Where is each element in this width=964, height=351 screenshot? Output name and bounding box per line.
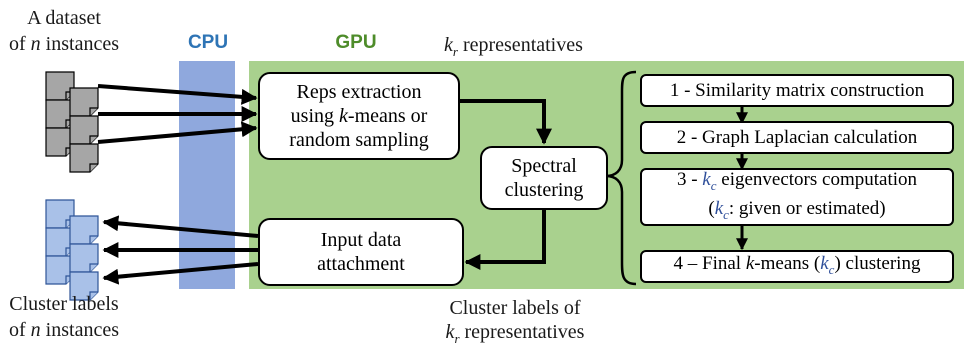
input-data-attachment-box: Input data attachment xyxy=(258,218,464,286)
representatives-label: kr representatives xyxy=(444,34,583,59)
dataset-label-line1: A dataset xyxy=(27,7,101,29)
step1-label: 1 - Similarity matrix construction xyxy=(669,80,925,101)
reps-extraction-line2: using k-means or xyxy=(290,105,428,127)
step2-box: 2 - Graph Laplacian calculation xyxy=(640,121,954,154)
bottom-label-line2: kr representatives xyxy=(445,321,585,346)
spectral-clustering-box: Spectral clustering xyxy=(480,146,608,210)
step3-line1: 3 - kc eigenvectors computation xyxy=(676,169,918,193)
attachment-line1: Input data xyxy=(320,229,402,251)
arrow-input-3 xyxy=(97,121,258,144)
dataset-label-line2: of n instances xyxy=(9,33,119,55)
arrow-output-3 xyxy=(102,262,259,285)
gpu-label: GPU xyxy=(335,32,377,53)
output-label-line1: Cluster labels xyxy=(9,293,119,315)
input-documents-icon xyxy=(45,71,99,173)
arrow-reps-to-spectral xyxy=(460,99,552,145)
reps-extraction-line3: random sampling xyxy=(289,129,429,151)
spectral-line2: clustering xyxy=(504,179,584,201)
step2-label: 2 - Graph Laplacian calculation xyxy=(676,127,918,148)
bottom-label-line1: Cluster labels of xyxy=(449,297,581,319)
step4-box: 4 – Final k-means (kc) clustering xyxy=(640,250,954,283)
reps-extraction-box: Reps extraction using k-means or random … xyxy=(258,72,460,160)
output-documents-icon xyxy=(45,199,99,301)
step3-box: 3 - kc eigenvectors computation (kc: giv… xyxy=(640,168,954,226)
arrow-input-1 xyxy=(97,84,258,105)
step4-label: 4 – Final k-means (kc) clustering xyxy=(673,253,921,277)
step3-line2: (kc: given or estimated) xyxy=(708,198,886,222)
spectral-line1: Spectral xyxy=(511,155,577,177)
arrow-spectral-to-attachment xyxy=(464,209,546,270)
step1-box: 1 - Similarity matrix construction xyxy=(640,74,954,107)
output-label-line2: of n instances xyxy=(9,319,119,341)
cpu-label: CPU xyxy=(187,32,229,53)
reps-extraction-line1: Reps extraction xyxy=(296,81,422,103)
attachment-line2: attachment xyxy=(317,253,405,275)
arrow-output-1 xyxy=(102,215,259,238)
